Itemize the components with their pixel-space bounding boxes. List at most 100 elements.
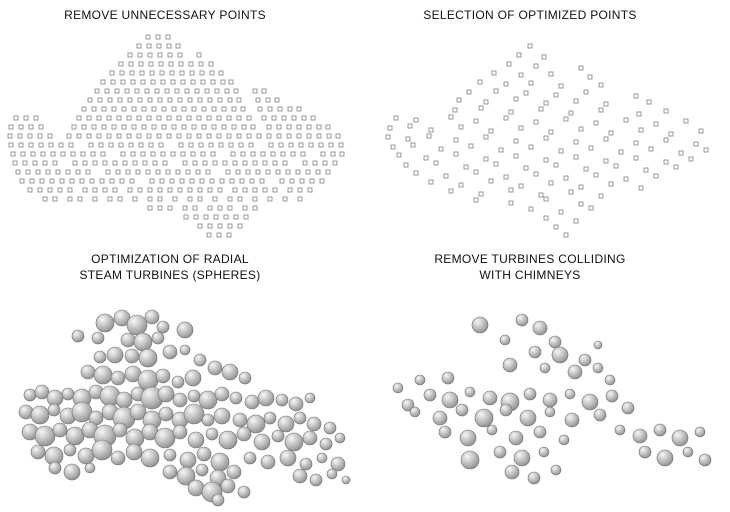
grid-point-square [134,88,140,94]
grid-point-square [67,187,73,193]
grid-point-square [227,223,233,229]
grid-point-square [236,115,242,121]
grid-point-square [224,88,230,94]
grid-point-square [308,142,314,148]
grid-point-square [538,106,544,112]
grid-point-square [453,151,459,157]
grid-point-square [305,169,311,175]
grid-point-square [237,196,243,202]
grid-point-square [250,124,256,130]
grid-point-square [97,97,103,103]
turbine-sphere [157,385,175,403]
grid-point-square [286,124,292,130]
grid-point-square [167,97,173,103]
grid-point-square [192,160,198,166]
turbine-sphere [632,428,648,444]
grid-point-square [282,196,288,202]
turbine-sphere [432,410,448,426]
grid-point-square [240,151,246,157]
grid-point-square [448,188,454,194]
grid-point-square [198,142,204,148]
grid-point-square [132,160,138,166]
grid-point-square [40,151,46,157]
grid-point-square [568,110,574,116]
turbine-sphere [30,444,46,460]
grid-point-square [533,119,539,125]
grid-point-square [191,106,197,112]
grid-point-square [18,124,24,130]
grid-point-square [129,70,135,76]
turbine-sphere [319,437,333,451]
grid-point-square [242,205,248,211]
grid-point-square [206,133,212,139]
turbine-sphere [162,344,178,360]
grid-point-square [28,142,34,148]
grid-point-square [598,193,604,199]
grid-point-square [201,124,207,130]
turbine-sphere [304,392,316,404]
turbine-sphere [246,414,266,434]
grid-point-square [49,178,55,184]
grid-point-square [573,154,579,160]
grid-point-square [147,205,153,211]
grid-point-square [111,124,117,130]
grid-point-square [161,106,167,112]
grid-point-square [196,52,202,58]
grid-point-square [181,124,187,130]
grid-point-square [578,184,584,190]
grid-point-square [316,124,322,130]
grid-point-square [473,118,479,124]
grid-point-square [120,151,126,157]
turbine-sphere [414,374,426,386]
grid-point-square [218,142,224,148]
grid-point-square [240,106,246,112]
grid-point-square [248,142,254,148]
grid-point-square [128,61,134,67]
grid-point-square [217,205,223,211]
turbine-sphere [65,426,85,446]
grid-point-square [184,88,190,94]
grid-point-square [109,70,115,76]
grid-point-square [208,61,214,67]
turbine-sphere [499,403,513,417]
grid-point-square [226,133,232,139]
grid-point-square [448,114,454,120]
turbine-sphere [593,408,607,422]
grid-point-square [38,124,44,130]
grid-point-square [108,142,114,148]
grid-point-square [265,97,271,103]
grid-point-square [177,52,183,58]
grid-point-square [28,124,34,130]
grid-point-square [252,196,258,202]
grid-point-square [260,151,266,157]
grid-point-square [55,169,61,175]
turbine-sphere [183,403,205,425]
turbine-sphere [341,475,351,485]
grid-point-square [259,178,265,184]
grid-point-square [17,133,23,139]
turbine-sphere [201,413,215,427]
turbine-sphere [91,439,113,461]
grid-point-square [262,160,268,166]
grid-point-square [135,169,141,175]
grid-point-square [85,169,91,175]
grid-point-square [587,74,593,80]
grid-point-square [179,178,185,184]
turbine-sphere [326,468,338,480]
grid-point-square [633,140,639,146]
turbine-sphere [63,443,77,457]
turbine-sphere [578,353,592,367]
grid-point-square [47,133,53,139]
grid-point-square [154,88,160,94]
grid-point-square [533,171,539,177]
grid-point-square [210,151,216,157]
grid-point-square [216,133,222,139]
grid-point-square [139,70,145,76]
grid-point-square [218,70,224,76]
grid-point-square [221,106,227,112]
turbine-sphere [271,429,285,443]
grid-point-square [127,187,133,193]
grid-point-square [638,127,644,133]
grid-point-square [212,160,218,166]
grid-point-square [513,96,519,102]
